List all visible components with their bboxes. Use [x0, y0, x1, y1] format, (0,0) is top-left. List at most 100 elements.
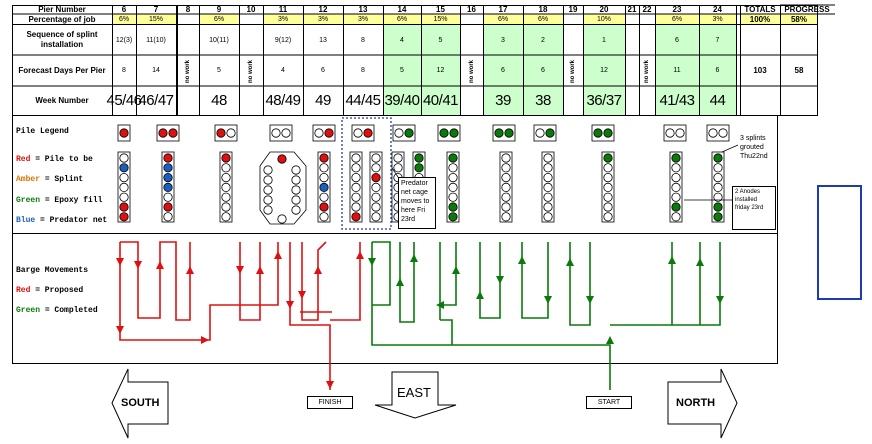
- pile-circle: [281, 128, 291, 138]
- route-arrow-icon: [368, 258, 376, 266]
- pile-circle: [163, 163, 173, 173]
- complete-cell-bg: [523, 25, 563, 115]
- pile-circle: [226, 128, 236, 138]
- pier-week-number: 48: [211, 92, 227, 109]
- pile-circle: [543, 153, 553, 163]
- percentage-cell-bg: [383, 14, 421, 24]
- pier-percentage: 10%: [596, 15, 611, 23]
- pier-forecast-days: 4: [281, 67, 285, 74]
- pier-number-label: Pier Number: [38, 5, 86, 14]
- total-forecast: 103: [753, 66, 767, 75]
- pile-circle: [291, 175, 301, 185]
- legend-amber: Amber = Splint: [16, 175, 83, 184]
- pile-circle: [163, 192, 173, 202]
- east-label: EAST: [397, 385, 431, 400]
- route-arrow-icon: [436, 301, 444, 309]
- pier-percentage: 6%: [537, 15, 549, 23]
- pile-circle: [603, 212, 613, 222]
- percentage-label: Percentage of job: [28, 14, 96, 24]
- route-arrow-icon: [201, 336, 209, 344]
- route-arrow-icon: [298, 291, 306, 299]
- complete-cell-bg: [383, 25, 421, 115]
- pile-circle: [119, 212, 129, 222]
- pile-circle: [449, 128, 459, 138]
- pile-circle: [501, 182, 511, 192]
- pier-sequence: 1: [602, 36, 606, 44]
- pile-circle: [448, 192, 458, 202]
- pile-circle: [448, 173, 458, 183]
- percentage-cell-bg: [343, 14, 383, 24]
- legend-green-text: = Epoxy fill: [40, 196, 103, 205]
- route-arrow-icon: [116, 326, 124, 334]
- pile-circle: [221, 173, 231, 183]
- pier-week-number: 41/43: [659, 92, 695, 109]
- pier-number: 12: [318, 5, 328, 14]
- percentage-cell-bg: [699, 14, 736, 24]
- splints-note: 3 splints grouted Thu22nd: [738, 133, 776, 165]
- pier-week-number: 46/47: [138, 92, 174, 109]
- pile-circle: [543, 212, 553, 222]
- forecast-label: Forecast Days Per Pier: [18, 65, 106, 75]
- pier-percentage: 15%: [433, 15, 448, 23]
- pile-circle: [718, 128, 728, 138]
- start-label: START: [586, 396, 632, 409]
- pile-circle: [271, 128, 281, 138]
- week-label: Week Number: [35, 96, 89, 105]
- pile-circle: [319, 153, 329, 163]
- pile-circle: [504, 128, 514, 138]
- legend-green: Green = Epoxy fill: [16, 196, 102, 205]
- pile-circle: [324, 128, 334, 138]
- predator-frame: [341, 117, 392, 230]
- pile-circle: [603, 153, 613, 163]
- pile-circle: [543, 192, 553, 202]
- pile-circle: [221, 163, 231, 173]
- pile-circle: [158, 128, 168, 138]
- pier-number: 7: [153, 5, 159, 14]
- pile-circle: [163, 153, 173, 163]
- pier-percentage: 3%: [317, 15, 329, 23]
- route-arrow-icon: [326, 381, 334, 389]
- pile-circle: [494, 128, 504, 138]
- pile-circle: [371, 182, 381, 192]
- pile-circle: [543, 163, 553, 173]
- pile-circle: [221, 182, 231, 192]
- progress-percentage: 58%: [790, 14, 807, 24]
- pier-week-number: 36/37: [586, 92, 622, 109]
- pier-forecast-days: 6: [321, 67, 325, 74]
- pile-circle: [603, 182, 613, 192]
- pier-forecast-days: 8: [361, 67, 365, 74]
- pile-circle: [351, 212, 361, 222]
- pile-circle: [603, 163, 613, 173]
- pile-circle: [263, 195, 273, 205]
- pile-circle: [414, 153, 424, 163]
- route-arrow-icon: [236, 266, 244, 274]
- total-cell-bg: [740, 14, 780, 24]
- pier-percentage: 15%: [148, 15, 163, 23]
- pier-number: 13: [358, 5, 368, 14]
- pile-circle: [216, 128, 226, 138]
- pile-circle: [713, 163, 723, 173]
- pile-circle: [221, 212, 231, 222]
- pier-week-number: 44: [709, 92, 726, 109]
- route-arrow-icon: [716, 296, 724, 304]
- percentage-cell-bg: [421, 14, 460, 24]
- barge-green-text: = Completed: [40, 306, 98, 315]
- pile-circle: [119, 182, 129, 192]
- route-arrow-icon: [586, 296, 594, 304]
- pile-circle: [119, 192, 129, 202]
- route-arrow-icon: [452, 266, 460, 274]
- complete-cell-bg: [699, 25, 736, 115]
- proposed-route: [119, 241, 361, 390]
- pile-circle: [163, 202, 173, 212]
- pile-circle: [119, 153, 129, 163]
- percentage-cell-bg: [136, 14, 176, 24]
- pile-circle: [371, 153, 381, 163]
- pile-circle: [319, 163, 329, 173]
- route-arrow-icon: [566, 258, 574, 266]
- pier-forecast-days: 14: [152, 67, 160, 74]
- pier-sequence: 8: [361, 36, 365, 44]
- percentage-cell-bg: [263, 14, 303, 24]
- pier-percentage: 3%: [357, 15, 369, 23]
- pile-circle: [448, 202, 458, 212]
